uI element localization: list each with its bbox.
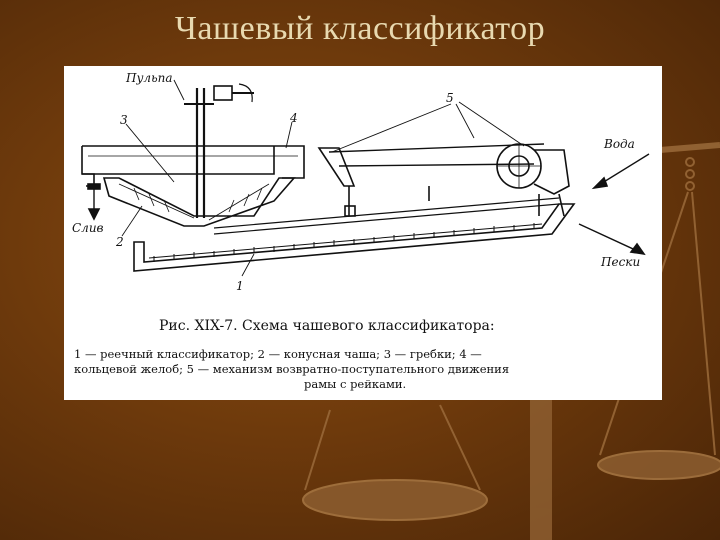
label-number-4: 4 xyxy=(289,111,298,125)
label-number-2: 2 xyxy=(115,235,124,249)
rakes xyxy=(133,187,263,213)
label-sands: Пески xyxy=(600,255,640,269)
caption-title: Рис. XIX-7. Схема чашевого классификатор… xyxy=(159,318,495,334)
conical-bowl xyxy=(102,177,296,227)
rake-classifier-trough xyxy=(133,203,576,272)
label-drain: Слив xyxy=(72,221,104,235)
label-number-5: 5 xyxy=(446,91,454,105)
label-water: Вода xyxy=(603,137,635,151)
annular-trough xyxy=(81,146,275,175)
label-pulp: Пульпа xyxy=(125,71,172,85)
label-number-3: 3 xyxy=(120,113,128,127)
rack-teeth xyxy=(148,223,543,262)
caption-line-1: 1 — реечный классификатор; 2 — конусная … xyxy=(74,347,482,361)
caption-line-2: кольцевой желоб; 5 — механизм возвратно-… xyxy=(74,362,509,376)
classifier-schematic: Пульпа Вода Слив Пески 1 2 3 4 5 Рис. XI… xyxy=(72,71,650,391)
classifier-diagram-figure: Пульпа Вода Слив Пески 1 2 3 4 5 Рис. XI… xyxy=(64,66,662,400)
caption-line-3: рамы с рейками. xyxy=(304,377,406,391)
label-number-1: 1 xyxy=(236,279,244,293)
slide-title: Чашевый классификатор xyxy=(174,10,546,47)
reciprocating-mechanism xyxy=(317,143,570,217)
